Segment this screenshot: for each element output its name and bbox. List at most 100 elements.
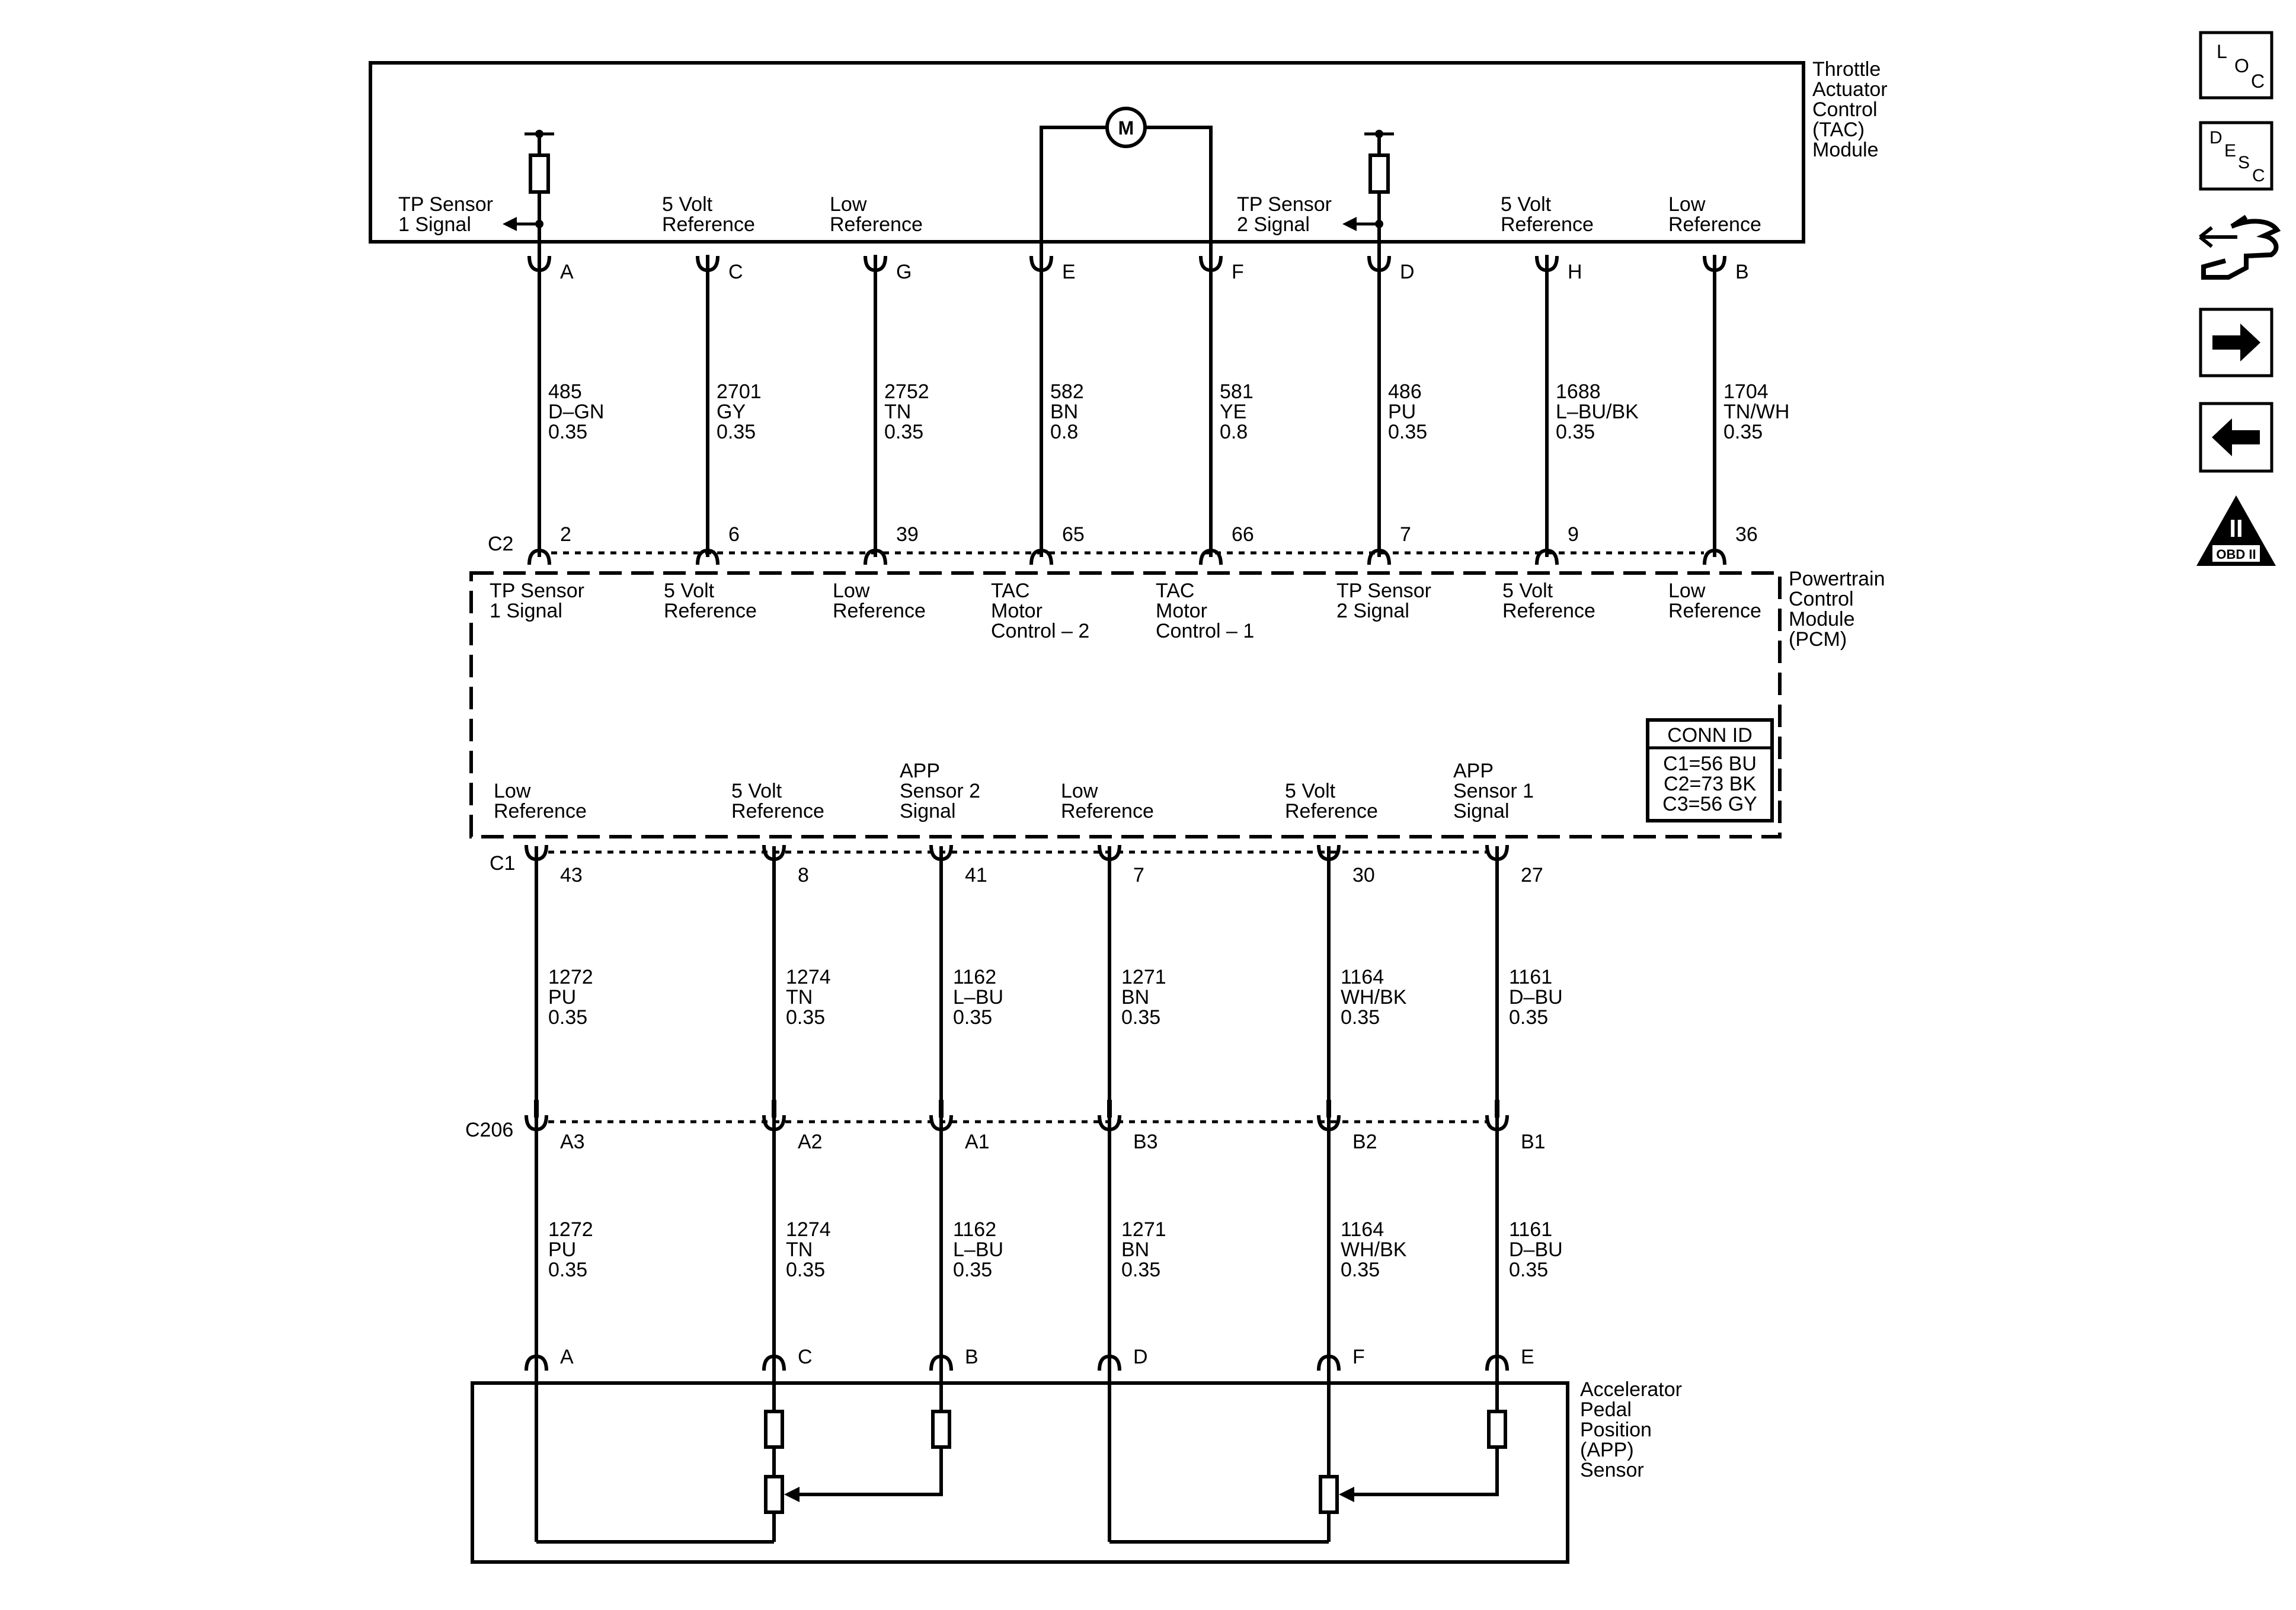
mid-wire-circuit: 1274: [786, 966, 831, 988]
upper-wire-circuit: 582: [1050, 380, 1084, 403]
tac-label-low-l1: Low: [830, 193, 867, 216]
tac-pin-label: F: [1232, 261, 1244, 283]
pcm-name-3: Module: [1789, 608, 1855, 630]
lower-wire-circuit: 1161: [1509, 1218, 1552, 1241]
conn-id-row-2: C2=73 BK: [1664, 773, 1756, 795]
app-pin-label: A: [560, 1346, 574, 1368]
upper-wire-circuit: 581: [1220, 380, 1253, 403]
pcm-top-label: TAC: [1156, 580, 1194, 602]
upper-wire-gauge: 0.35: [1556, 421, 1595, 443]
c206-male-pin: [534, 1100, 539, 1118]
app-sensor-1-internal: [1108, 1357, 1507, 1544]
pcm-bottom-label: Reference: [1285, 800, 1378, 822]
nav-prev-button[interactable]: [2199, 402, 2273, 473]
pcm-top-label: Low: [1668, 580, 1706, 602]
app-pin-label: F: [1352, 1346, 1365, 1368]
c2-terminal: [1029, 548, 1053, 565]
lower-harness: 431272PU0.35A31272PU0.35A81274TN0.35A212…: [465, 844, 1563, 1371]
pcm-top-label: Control – 2: [991, 620, 1089, 642]
app-pin-label: E: [1521, 1346, 1534, 1368]
tac-label-low2-l2: Reference: [1668, 213, 1761, 236]
mid-wire-color: D–BU: [1509, 986, 1563, 1009]
upper-wire-gauge: 0.35: [1388, 421, 1427, 443]
c2-terminal: [1199, 548, 1223, 565]
pcm-top-label: 5 Volt: [1502, 580, 1553, 602]
mid-wire-gauge: 0.35: [786, 1006, 825, 1029]
mid-wire-circuit: 1164: [1341, 966, 1384, 988]
lower-wire-circuit: 1162: [953, 1218, 996, 1241]
tac-terminal: [1199, 255, 1223, 273]
pcm-top-label: Motor: [991, 600, 1043, 622]
c206-pin-label: A3: [560, 1131, 585, 1153]
pcm-top-label: 2 Signal: [1336, 600, 1409, 622]
nav-connector-view-button[interactable]: [2199, 215, 2281, 280]
app-name-1: Accelerator: [1580, 1378, 1682, 1401]
c1-pin-label: 8: [798, 864, 809, 886]
motor-symbol: M: [1118, 117, 1134, 139]
obd-icon-numeral: II: [2229, 514, 2243, 542]
nav-obd-button[interactable]: II OBD II: [2196, 495, 2276, 566]
c2-pin-label: 65: [1062, 523, 1085, 546]
upper-wire-gauge: 0.35: [884, 421, 923, 443]
tac-module-name-4: (TAC): [1812, 119, 1865, 141]
connector-hand-icon[interactable]: [2199, 215, 2281, 280]
upper-wire-gauge: 0.8: [1050, 421, 1078, 443]
lower-wire-circuit: 1272: [548, 1218, 593, 1241]
app-name-3: Position: [1580, 1419, 1652, 1441]
c1-pin-label: 27: [1521, 864, 1543, 886]
arrow-left-icon: [503, 217, 517, 231]
desc-icon-frame[interactable]: [2199, 121, 2273, 191]
tac-module: Throttle Actuator Control (TAC) Module: [369, 58, 1888, 255]
c206-pin-label: B1: [1521, 1131, 1546, 1153]
lower-wire-color: L–BU: [953, 1238, 1003, 1261]
lower-wire-circuit: 1164: [1341, 1218, 1384, 1241]
pcm-module: Powertrain Control Module (PCM) CONN ID …: [469, 568, 1885, 838]
tac-terminal: [1703, 255, 1726, 273]
tac-module-name-2: Actuator: [1812, 78, 1888, 101]
pcm-name-2: Control: [1789, 588, 1854, 610]
app-terminal: [762, 1354, 786, 1371]
tac-module-box: [369, 61, 1805, 244]
app-pin-label: C: [798, 1346, 813, 1368]
c206-pin-label: B3: [1133, 1131, 1158, 1153]
upper-wire-gauge: 0.8: [1220, 421, 1248, 443]
app-terminal: [1098, 1354, 1121, 1371]
nav-desc-button[interactable]: D E S C: [2199, 121, 2273, 191]
conn-id-row-1: C1=56 BU: [1663, 753, 1757, 775]
loc-icon-frame[interactable]: [2199, 31, 2273, 100]
mid-wire-gauge: 0.35: [548, 1006, 587, 1029]
desc-icon-letter-e: E: [2224, 141, 2236, 161]
pcm-top-label: Control – 1: [1156, 620, 1254, 642]
app-sensor-box: [471, 1381, 1569, 1564]
tac-module-name-3: Control: [1812, 98, 1878, 121]
pcm-top-label: TP Sensor: [490, 580, 584, 602]
lower-wire-gauge: 0.35: [786, 1259, 825, 1281]
tac-label-5v-l1: 5 Volt: [662, 193, 713, 216]
app-sensor-2-internal: [535, 1357, 951, 1544]
desc-icon-letter-d: D: [2209, 128, 2223, 148]
arrow-right-icon[interactable]: [2212, 324, 2260, 361]
tac-label-low2-l1: Low: [1668, 193, 1706, 216]
c1-pin-label: 7: [1133, 864, 1144, 886]
c206-connector-name: C206: [465, 1119, 513, 1141]
c2-terminal: [527, 548, 551, 565]
tac-pin-label: E: [1062, 261, 1076, 283]
tac-motor: M: [1040, 107, 1213, 255]
c1-pin-label: 41: [965, 864, 987, 886]
nav-next-button[interactable]: [2199, 308, 2273, 377]
tac-label-tp2-l2: 2 Signal: [1237, 213, 1310, 236]
pcm-top-label: Low: [833, 580, 870, 602]
tac-terminal: [1535, 255, 1559, 273]
tac-label-5v2-l2: Reference: [1501, 213, 1594, 236]
app-name-2: Pedal: [1580, 1398, 1632, 1421]
lower-wire-gauge: 0.35: [1341, 1259, 1380, 1281]
pcm-bottom-label: Reference: [494, 800, 587, 822]
pcm-bottom-label: Reference: [1061, 800, 1154, 822]
tac-label-tp1-l2: 1 Signal: [398, 213, 471, 236]
arrow-left-icon[interactable]: [2212, 418, 2260, 456]
app-terminal: [1485, 1354, 1509, 1371]
nav-loc-button[interactable]: L O C: [2199, 31, 2273, 100]
upper-wire-gauge: 0.35: [548, 421, 587, 443]
